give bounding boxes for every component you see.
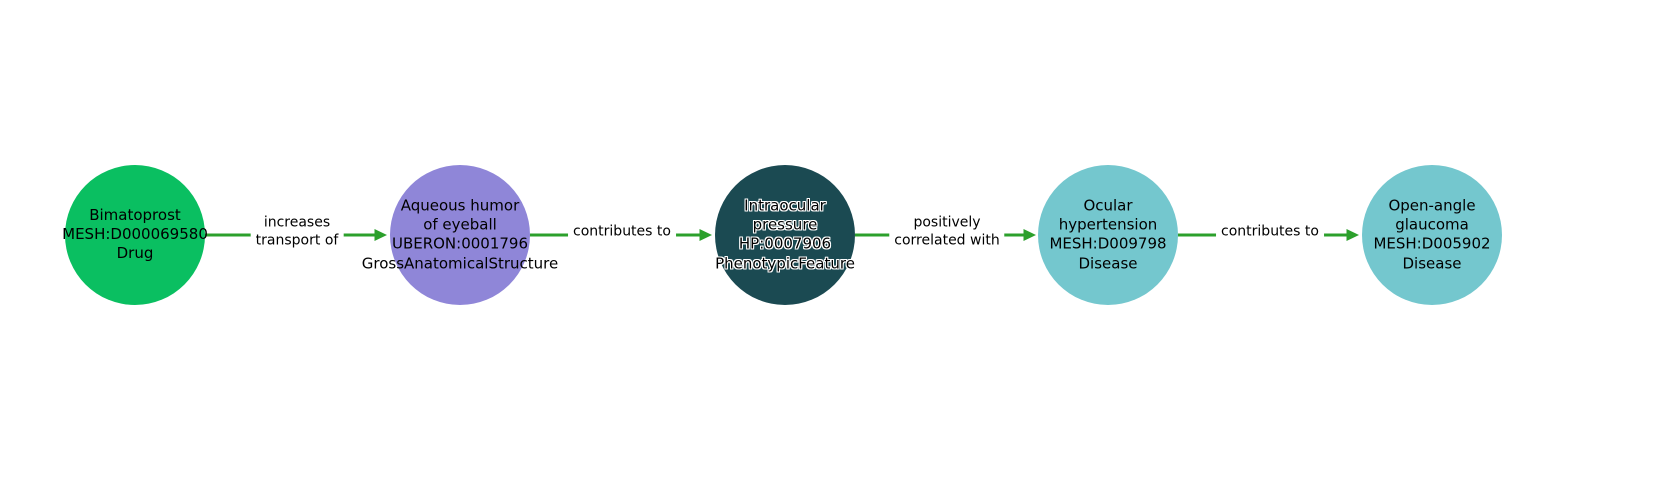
node-open-angle-glaucoma[interactable]: Open-angle glaucoma MESH:D005902 Disease	[1362, 165, 1502, 305]
edge-label-positively-correlated-with: positively correlated with	[889, 213, 1005, 251]
node-label: Aqueous humor of eyeball UBERON:0001796 …	[361, 196, 559, 273]
node-bimatoprost[interactable]: Bimatoprost MESH:D000069580 Drug	[62, 165, 208, 305]
edge-label-contributes-to: contributes to	[1216, 222, 1324, 242]
node-ocular-hypertension[interactable]: Ocular hypertension MESH:D009798 Disease	[1038, 165, 1178, 305]
node-intraocular-pressure[interactable]: Intraocular pressure HP:0007906 Phenotyp…	[715, 165, 855, 305]
node-aqueous-humor-of-eyeball[interactable]: Aqueous humor of eyeball UBERON:0001796 …	[362, 165, 558, 305]
node-label: Ocular hypertension MESH:D009798 Disease	[1049, 196, 1167, 273]
edge-label-increases-transport-of: increases transport of	[250, 213, 344, 251]
node-label: Intraocular pressure HP:0007906 Phenotyp…	[715, 196, 855, 273]
edge-label-contributes-to: contributes to	[568, 222, 676, 242]
node-label: Bimatoprost MESH:D000069580 Drug	[62, 206, 208, 263]
node-label: Open-angle glaucoma MESH:D005902 Disease	[1373, 196, 1491, 273]
